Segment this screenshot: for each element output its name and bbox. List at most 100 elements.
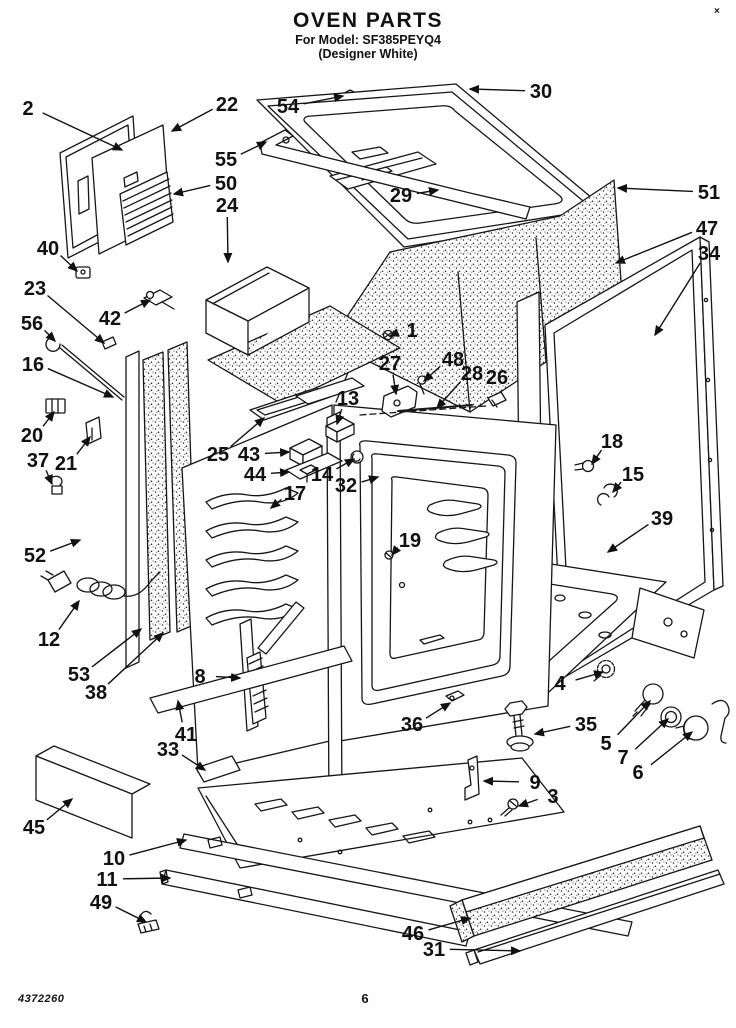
part-number-label: 28 <box>461 363 483 385</box>
callout-29: 29 <box>390 185 440 207</box>
leader-line <box>129 837 188 856</box>
part-number-label: 5 <box>600 733 611 755</box>
leader-line <box>270 468 291 478</box>
leader-line <box>422 365 441 383</box>
part-number-label: 13 <box>337 388 359 410</box>
part-number-label: 46 <box>402 923 424 945</box>
leader-line <box>425 702 452 719</box>
leader-line <box>533 725 571 737</box>
callout-22: 22 <box>170 94 238 132</box>
part-number-label: 18 <box>601 431 623 453</box>
color-line: (Designer White) <box>318 47 418 61</box>
leader-line <box>47 294 106 344</box>
callout-53: 53 <box>68 628 143 686</box>
callout-19: 19 <box>391 530 421 557</box>
callout-10: 10 <box>103 837 188 870</box>
leader-line <box>170 108 213 132</box>
callout-14: 14 <box>311 458 356 486</box>
callout-56: 56 <box>21 313 57 343</box>
part-number-label: 9 <box>529 772 540 794</box>
part-number-label: 21 <box>55 453 77 475</box>
part-number-label: 55 <box>215 149 237 171</box>
callout-5: 5 <box>600 699 652 755</box>
leader-line <box>230 417 266 448</box>
callout-34: 34 <box>654 243 721 337</box>
callout-2: 2 <box>22 98 124 151</box>
callout-25: 25 <box>207 417 266 466</box>
part-number-label: 39 <box>651 508 673 530</box>
leader-line <box>46 798 74 821</box>
leader-line <box>215 672 242 682</box>
callout-54: 54 <box>277 93 345 118</box>
leader-line <box>115 906 148 923</box>
callout-48: 48 <box>422 349 464 383</box>
callout-32: 32 <box>335 475 380 497</box>
leader-line <box>336 458 356 470</box>
leader-line <box>91 628 143 668</box>
bottom-bars-art <box>449 825 725 966</box>
page-title: OVEN PARTS <box>293 9 443 32</box>
document-number: 4372260 <box>18 993 65 1005</box>
leader-line <box>436 381 462 410</box>
leader-line <box>47 367 115 398</box>
callout-33: 33 <box>157 739 207 771</box>
leader-line <box>575 670 605 681</box>
callout-50: 50 <box>172 173 237 197</box>
page-number: 6 <box>361 991 369 1006</box>
leader-line <box>60 254 79 273</box>
leader-line <box>303 93 345 105</box>
leader-line <box>44 329 57 343</box>
leader-line <box>614 231 693 264</box>
callout-38: 38 <box>85 631 165 704</box>
leader-line <box>616 183 694 193</box>
artwork-layer <box>35 83 730 966</box>
callout-46: 46 <box>402 916 472 945</box>
callout-3: 3 <box>517 786 559 808</box>
callout-21: 21 <box>55 435 91 475</box>
corner-mark: × <box>714 6 720 17</box>
part-number-label: 1 <box>406 320 417 342</box>
part-number-label: 35 <box>575 714 597 736</box>
leader-line <box>654 262 701 337</box>
leader-line <box>76 435 91 455</box>
part-number-label: 17 <box>284 483 306 505</box>
power-cord-art <box>40 570 161 600</box>
callout-39: 39 <box>606 508 673 553</box>
part-number-label: 45 <box>23 817 45 839</box>
callout-43: 43 <box>238 444 291 466</box>
leader-line <box>391 545 402 557</box>
part-number-label: 51 <box>698 182 720 204</box>
leader-line <box>650 731 694 766</box>
part-number-label: 56 <box>21 313 43 335</box>
leader-line <box>42 112 124 151</box>
trim-strips-art <box>125 341 197 669</box>
callout-18: 18 <box>591 431 623 466</box>
callout-6: 6 <box>632 731 694 784</box>
part-number-label: 31 <box>423 939 445 961</box>
part-number-label: 4 <box>554 673 566 695</box>
callout-15: 15 <box>612 464 644 494</box>
leader-line <box>361 475 380 484</box>
part-number-label: 11 <box>96 869 117 891</box>
callout-52: 52 <box>24 538 82 567</box>
leader-line <box>264 448 291 458</box>
part-number-label: 16 <box>22 354 44 376</box>
callout-36: 36 <box>401 702 452 736</box>
part-number-label: 52 <box>24 545 46 567</box>
part-number-label: 3 <box>547 786 558 808</box>
part-number-label: 10 <box>103 848 125 870</box>
part-number-label: 49 <box>90 892 112 914</box>
part-number-label: 29 <box>390 185 412 207</box>
leader-line <box>606 523 649 553</box>
callout-40: 40 <box>37 238 79 273</box>
part-number-label: 15 <box>622 464 644 486</box>
leader-line <box>416 186 440 196</box>
callout-26: 26 <box>486 367 508 389</box>
callout-8: 8 <box>194 666 242 688</box>
leader-line <box>172 184 211 197</box>
part-number-label: 22 <box>216 94 238 116</box>
cavity-front-frame-art <box>326 404 557 819</box>
